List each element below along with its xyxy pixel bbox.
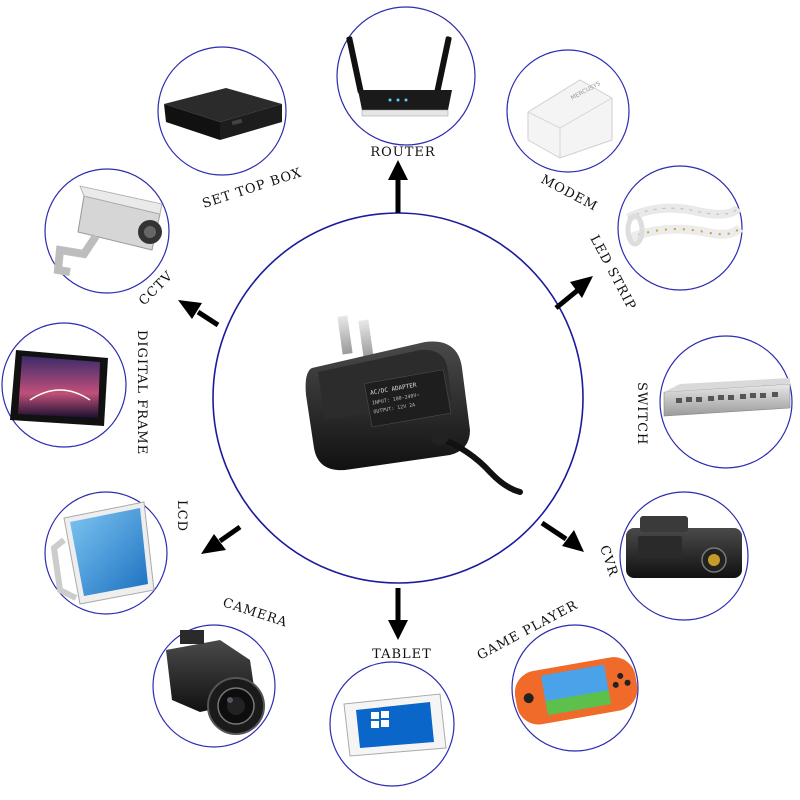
arrow-to-tablet xyxy=(388,588,408,640)
device-modem: MERCUSYS MODEM xyxy=(506,49,630,215)
modem-label: MODEM xyxy=(538,172,600,214)
arrows xyxy=(178,160,593,640)
device-router: ROUTER xyxy=(336,6,476,160)
set-top-box-icon xyxy=(164,88,282,140)
router-icon xyxy=(346,36,452,117)
device-set-top-box: SET TOP BOX xyxy=(157,46,304,212)
camera-label: CAMERA xyxy=(221,596,290,631)
camera-icon xyxy=(166,630,265,735)
tablet-label: TABLET xyxy=(372,647,432,662)
arrow-to-lcd xyxy=(201,524,242,554)
handheld-console-icon xyxy=(514,657,638,725)
device-lcd: LCD xyxy=(44,491,189,615)
device-tablet: TABLET xyxy=(329,647,455,787)
device-switch: SWITCH xyxy=(634,335,793,469)
digital-frame-icon xyxy=(10,350,108,426)
modem-icon: MERCUSYS xyxy=(527,79,613,159)
network-switch-icon xyxy=(663,378,791,417)
arrow-to-router xyxy=(388,160,408,213)
center-node: AC/DC ADAPTER INPUT: 100-240V~ OUTPUT: 1… xyxy=(212,212,584,584)
lcd-label: LCD xyxy=(174,500,189,532)
tablet-icon xyxy=(343,693,447,757)
digital-frame-label: DIGITAL FRAME xyxy=(134,330,149,455)
monitor-icon xyxy=(50,501,155,605)
device-cvr: CVR xyxy=(596,491,749,621)
arrow-to-led-strip xyxy=(554,276,593,310)
device-led-strip: LED STRIP xyxy=(586,165,744,313)
switch-label: SWITCH xyxy=(634,382,649,445)
arrow-to-cvr xyxy=(540,520,584,552)
cvr-label: CVR xyxy=(596,544,620,579)
device-digital-frame: DIGITAL FRAME xyxy=(1,322,149,455)
cctv-camera-icon xyxy=(53,185,163,276)
arrow-to-cctv xyxy=(178,300,220,328)
dashcam-icon xyxy=(626,516,742,578)
device-cctv: CCTV xyxy=(44,168,176,309)
device-game-player: GAME PLAYER xyxy=(475,598,639,752)
led-strip-icon xyxy=(625,203,744,247)
router-label: ROUTER xyxy=(370,145,436,160)
device-camera: CAMERA xyxy=(152,596,290,748)
power-adapter-image: AC/DC ADAPTER INPUT: 100-240V~ OUTPUT: 1… xyxy=(305,315,523,495)
